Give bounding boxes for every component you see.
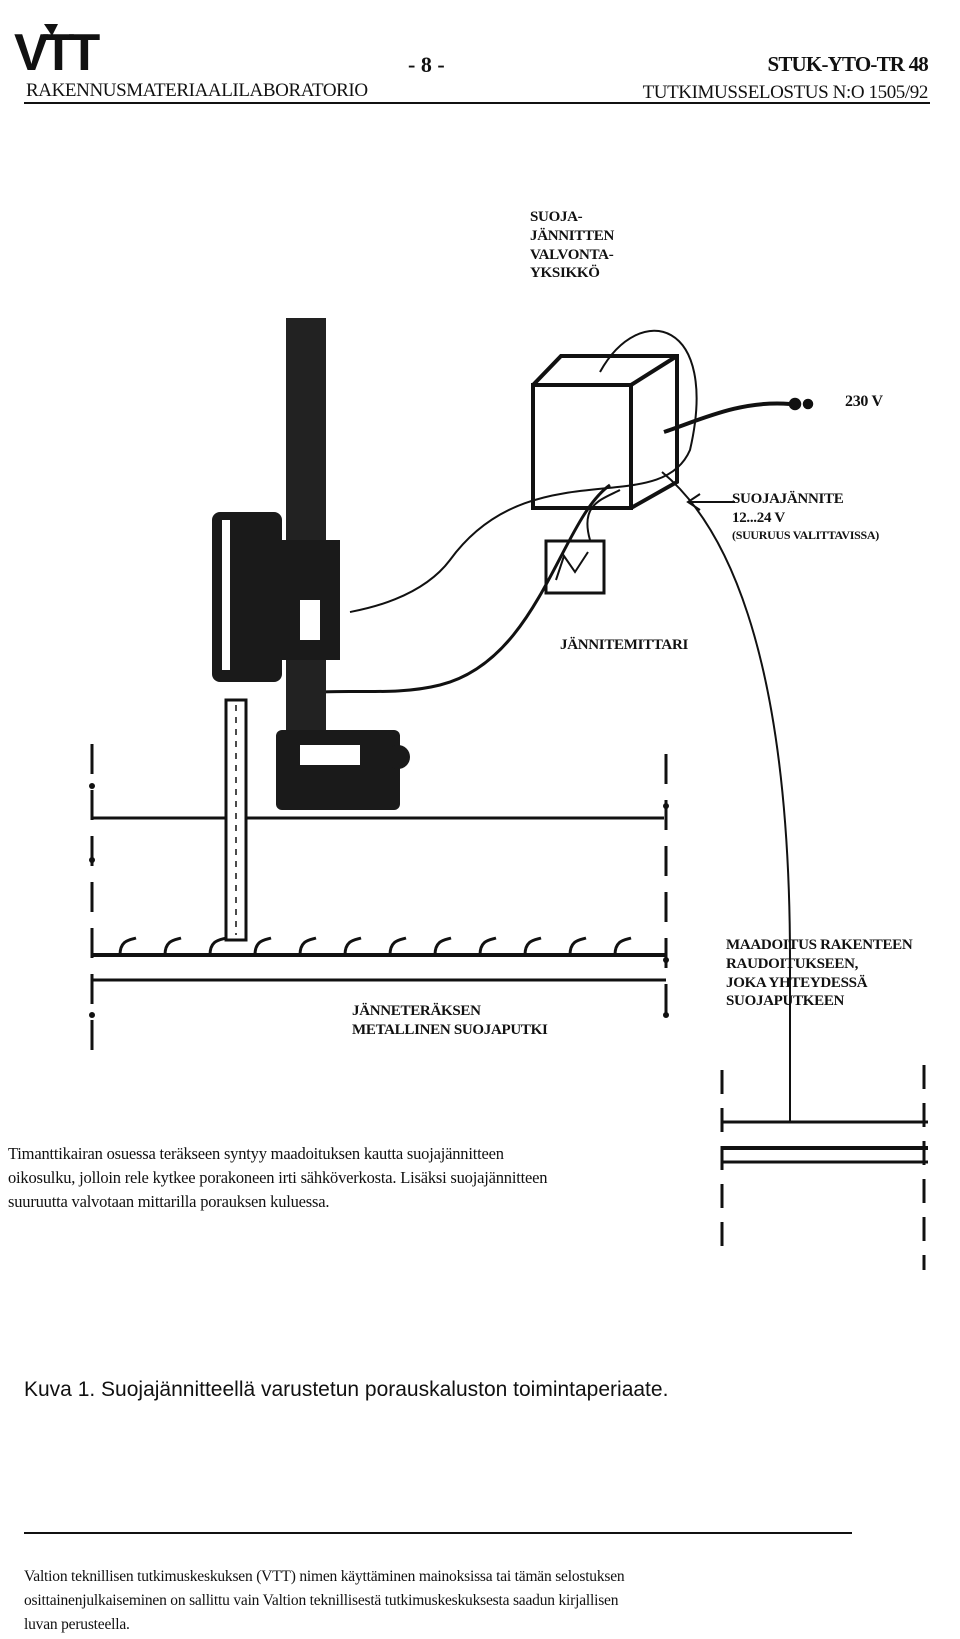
figure-caption: Kuva 1. Suojajännitteellä varustetun por… xyxy=(24,1378,669,1401)
voltmeter-box xyxy=(544,539,606,595)
mains-voltage-label: 230 V xyxy=(845,393,883,410)
page-number: - 8 - xyxy=(408,52,445,77)
protective-pipe-label: JÄNNETERÄKSEN METALLINEN SUOJAPUTKI xyxy=(352,1003,548,1038)
footer-notice: Valtion teknillisen tutkimuskeskuksen (V… xyxy=(24,1568,625,1633)
voltmeter-label: JÄNNITEMITTARI xyxy=(560,637,689,653)
header-rule xyxy=(24,102,930,104)
svg-text:VTT: VTT xyxy=(14,24,100,74)
grounding-label: MAADOITUS RAKENTEEN RAUDOITUKSEEN, JOKA … xyxy=(726,937,913,1010)
report-id: STUK-YTO-TR 48 xyxy=(767,52,928,76)
description-paragraph: Timanttikairan osuessa teräkseen syntyy … xyxy=(8,1144,548,1211)
footer-rule xyxy=(24,1532,852,1534)
report-subtitle: TUTKIMUSSELOSTUS N:O 1505/92 xyxy=(642,82,929,103)
protective-voltage-label: SUOJAJÄNNITE 12...24 V (suuruus valittav… xyxy=(732,491,879,542)
lab-name: RAKENNUSMATERIAALILABORATORIO xyxy=(26,80,368,101)
monitor-unit-box xyxy=(531,354,679,510)
vtt-logo: VTT xyxy=(14,22,134,82)
monitor-unit-label: SUOJA- JÄNNITTEN VALVONTA- YKSIKKÖ xyxy=(530,209,614,282)
